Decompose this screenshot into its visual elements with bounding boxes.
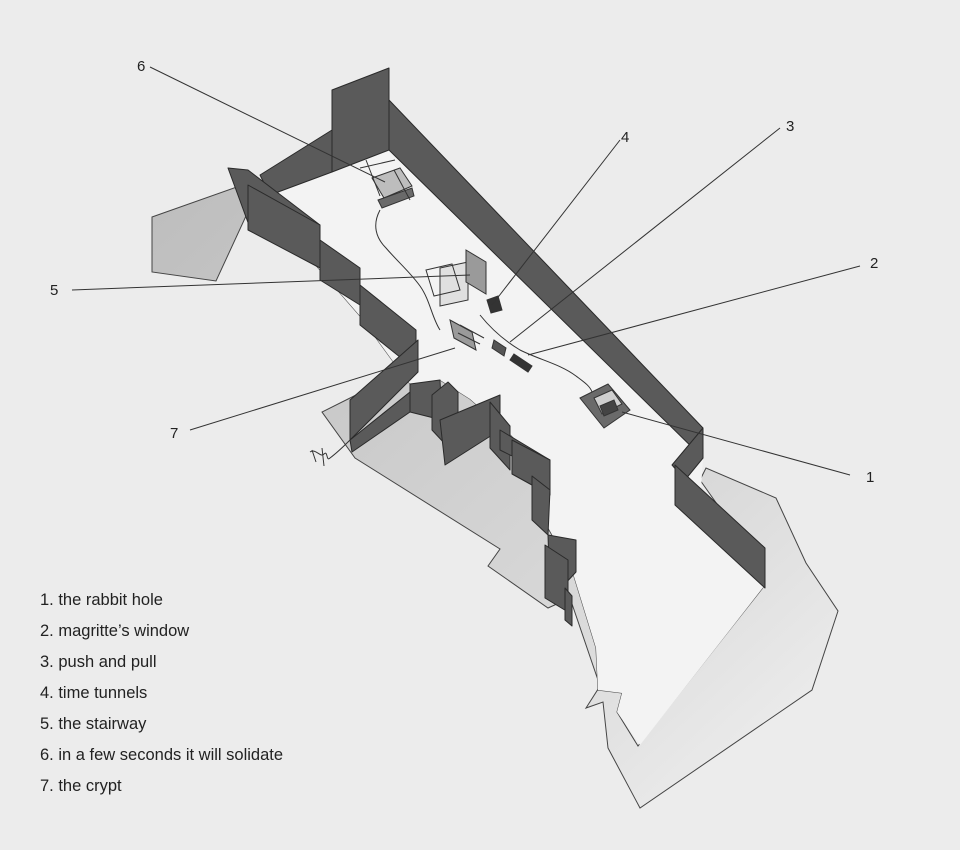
- legend-item-stairway: 5. the stairway: [40, 715, 147, 733]
- callout-numbers: 1 2 3 4 5 6 7: [50, 58, 878, 486]
- legend-item-time-tunnels: 4. time tunnels: [40, 684, 148, 702]
- legend-item-crypt: 7. the crypt: [40, 777, 122, 795]
- installations: [309, 159, 631, 467]
- legend-item-solidate: 6. in a few seconds it will solidate: [40, 746, 284, 764]
- callout-2: 2: [870, 255, 878, 272]
- legend-item-push-and-pull: 3. push and pull: [40, 653, 157, 671]
- callout-5: 5: [50, 282, 58, 299]
- callout-6: 6: [137, 58, 145, 75]
- legend-item-magrittes-window: 2. magritte’s window: [40, 622, 190, 640]
- legend: 1. the rabbit hole 2. magritte’s window …: [40, 589, 283, 806]
- callout-4: 4: [621, 129, 629, 146]
- callout-7: 7: [170, 425, 178, 442]
- callout-lines: [71, 66, 861, 476]
- callout-1: 1: [866, 469, 874, 486]
- callout-3: 3: [786, 118, 794, 135]
- legend-item-rabbit-hole: 1. the rabbit hole: [40, 591, 163, 609]
